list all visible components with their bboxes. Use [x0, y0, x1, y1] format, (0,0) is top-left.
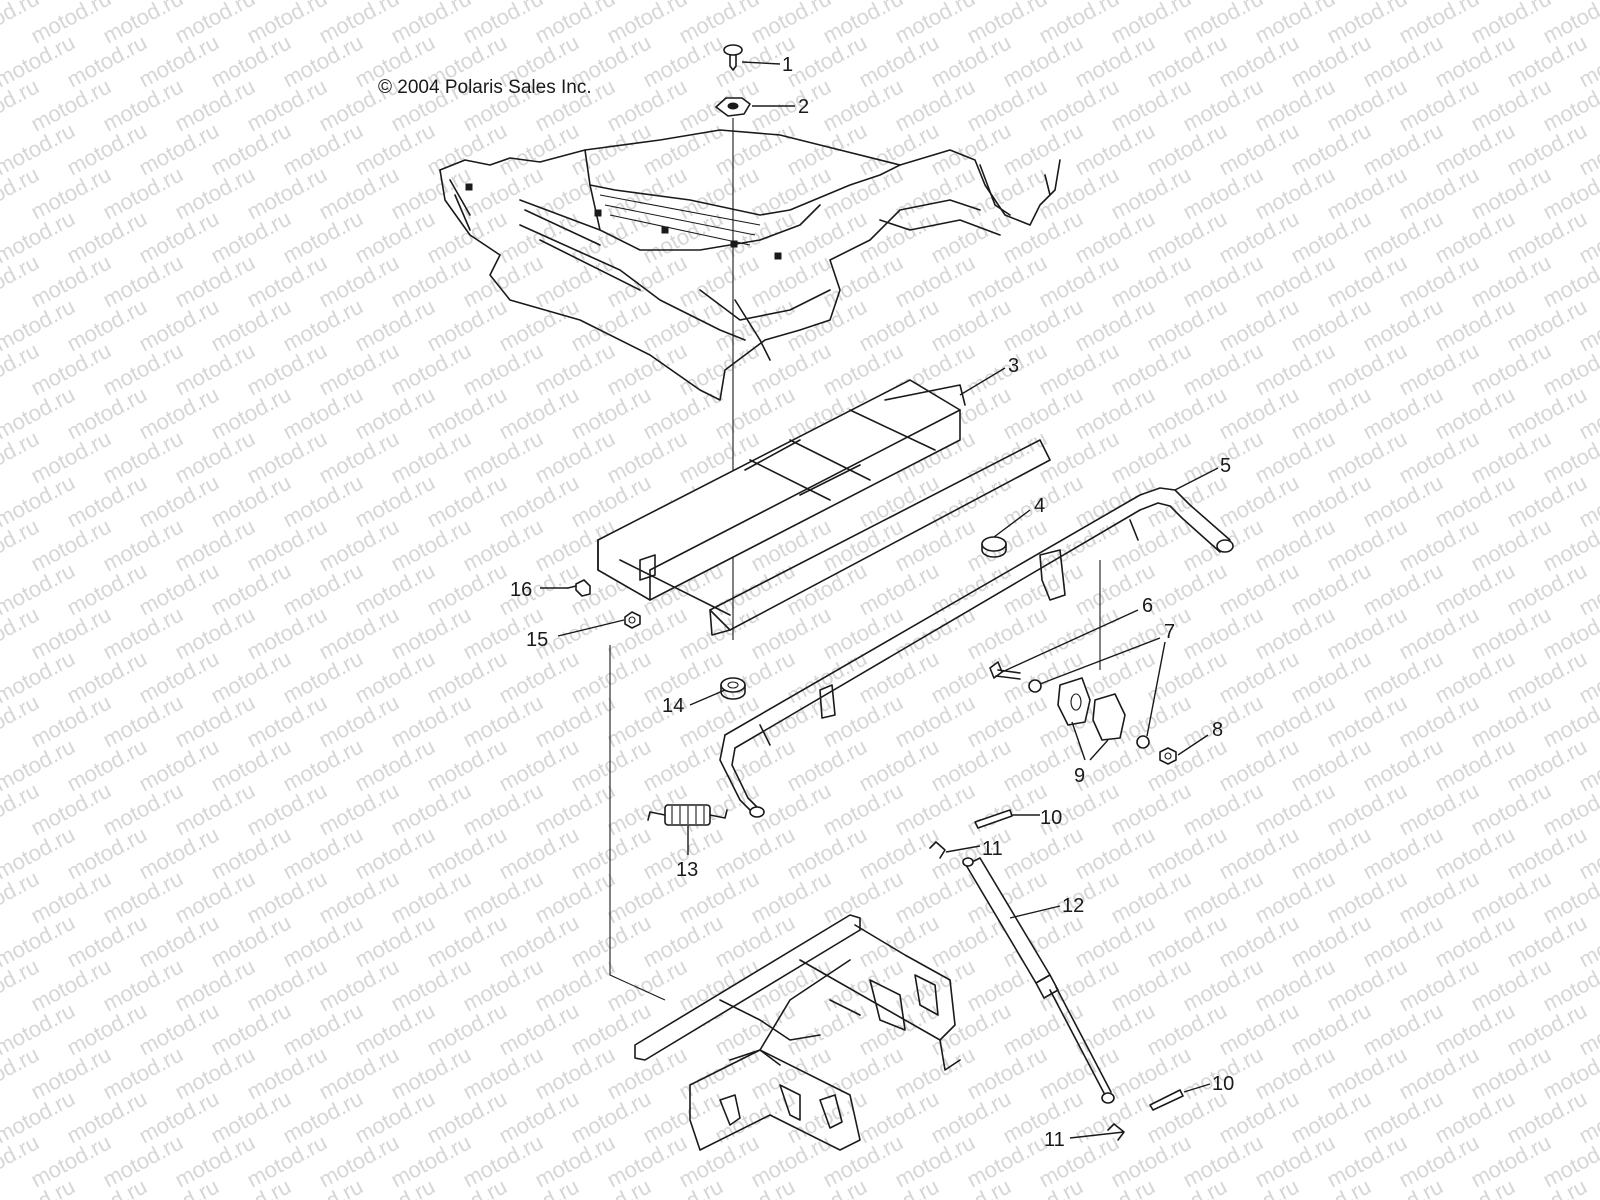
callout-13: 13 [676, 859, 698, 881]
part-2-retainer [715, 97, 751, 117]
rear-body-panel [439, 129, 1061, 401]
callout-9: 9 [1074, 765, 1085, 787]
callout-5: 5 [1220, 455, 1231, 477]
part-13-spring [647, 804, 728, 826]
copyright-text: © 2004 Polaris Sales Inc. [378, 77, 592, 98]
part-8-nut [1159, 747, 1177, 765]
part-11-clip-lower [1107, 1123, 1125, 1141]
part-15-nut [624, 611, 641, 629]
callout-14: 14 [662, 695, 684, 717]
part-10-pin-upper [974, 809, 1013, 829]
callout-10-lower: 10 [1212, 1073, 1234, 1095]
part-3-box-frame [597, 379, 1051, 636]
callout-15: 15 [526, 629, 548, 651]
part-7-washer-b [1136, 735, 1150, 749]
part-6-bolt [989, 661, 1021, 680]
part-5-rail [719, 487, 1234, 818]
callout-7: 7 [1164, 621, 1175, 643]
part-16-bolt [567, 579, 591, 597]
part-4-bumper [981, 536, 1007, 558]
part-9-bushings [1057, 677, 1126, 741]
callout-1: 1 [782, 54, 793, 76]
lower-frame [634, 914, 961, 1151]
leader-lines [540, 61, 1219, 1139]
callout-11-lower: 11 [1044, 1129, 1065, 1151]
callout-16: 16 [510, 579, 532, 601]
part-14-grommet [720, 677, 746, 700]
callout-8: 8 [1212, 719, 1223, 741]
part-12-strut [962, 857, 1115, 1104]
callout-labels: 1 2 3 4 5 6 7 8 9 10 10 11 11 12 13 14 1… [510, 54, 1234, 1151]
callout-10-upper: 10 [1040, 807, 1062, 829]
callout-12: 12 [1062, 895, 1084, 917]
callout-6: 6 [1142, 595, 1153, 617]
part-10-pin-lower [1149, 1089, 1184, 1111]
callout-4: 4 [1034, 495, 1045, 517]
callout-2: 2 [798, 96, 809, 118]
watermark-text: motod.ru [1575, 0, 1600, 4]
part-7-washer-a [1028, 679, 1042, 693]
callout-3: 3 [1008, 355, 1019, 377]
part-1-screw [723, 44, 743, 71]
part-11-clip-upper [929, 841, 946, 859]
callout-11-upper: 11 [982, 838, 1003, 860]
